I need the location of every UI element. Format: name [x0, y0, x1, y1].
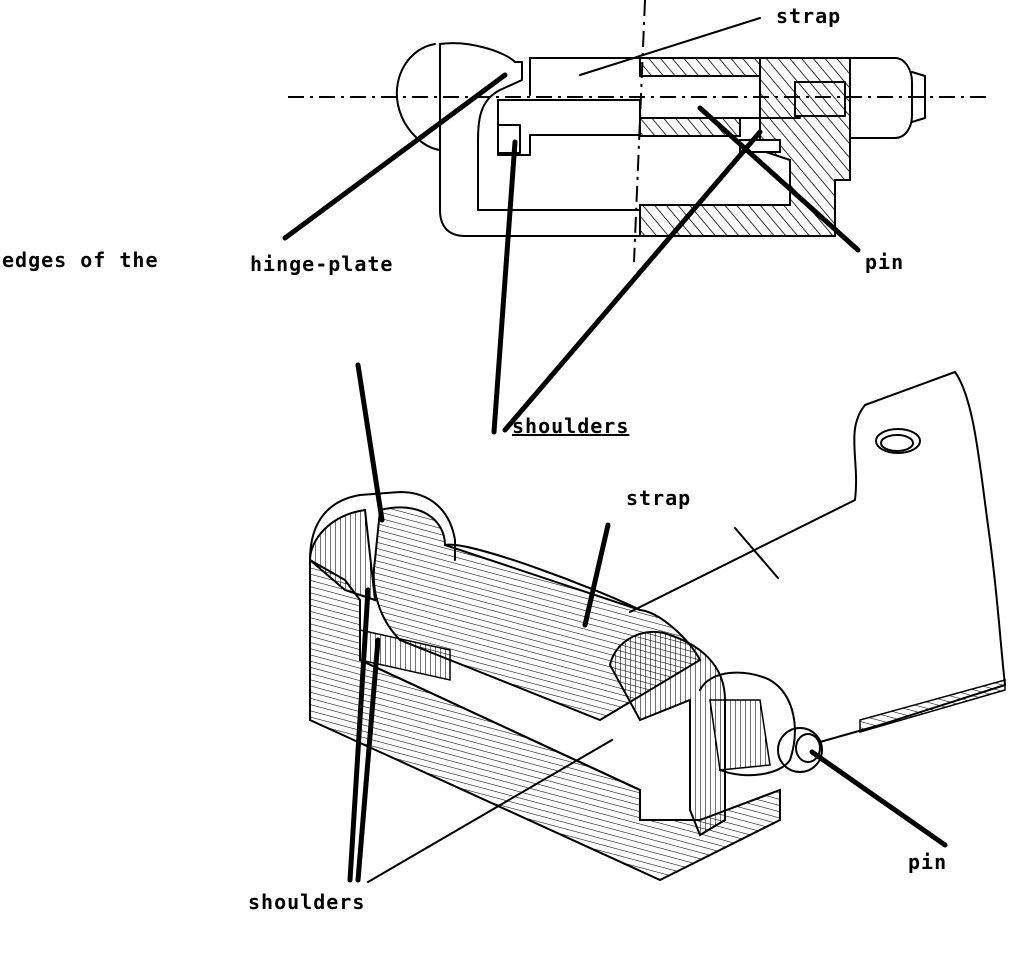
label-bottom-pin: pin	[908, 850, 948, 874]
pin-head-left	[395, 43, 441, 151]
label-top-strap: strap	[776, 4, 842, 28]
perspective-view	[308, 362, 1006, 883]
leader-top-strap	[579, 17, 761, 76]
pin-end	[777, 727, 823, 773]
hinge-plate-mount	[629, 371, 1006, 743]
label-hinge-plate: hinge-plate	[250, 252, 394, 276]
label-edges-of-the: edges of the	[2, 248, 159, 272]
leader-edges	[355, 362, 385, 523]
leader-bottom-pin	[809, 749, 948, 848]
leader-shoulder-a	[491, 139, 518, 435]
nut	[849, 57, 913, 139]
label-top-pin: pin	[865, 250, 905, 274]
leader-bottom-strap	[582, 522, 611, 628]
section-view	[282, 0, 990, 435]
bracket-outer-outline	[439, 43, 641, 237]
leader-bottom-shoulder-a	[347, 587, 371, 883]
bracket-right-ear	[608, 630, 726, 837]
label-bottom-strap: strap	[626, 486, 692, 510]
label-bottom-shoulders: shoulders	[248, 890, 366, 914]
bracket-base	[309, 558, 781, 882]
leader-shoulder-b	[502, 129, 763, 433]
leader-bottom-shoulder-c	[367, 739, 613, 883]
leader-bottom-shoulder-b	[355, 637, 381, 883]
bracket-left-ear-top	[309, 491, 456, 561]
bracket-inner-outline	[477, 61, 641, 211]
nut-perspective	[699, 671, 796, 777]
leader-hinge-plate	[282, 72, 508, 241]
label-middle-shoulders: shoulders	[512, 414, 630, 438]
mounting-hole	[875, 428, 921, 454]
leader-top-pin	[697, 105, 861, 253]
hinge-plate-top-edge	[439, 42, 516, 63]
